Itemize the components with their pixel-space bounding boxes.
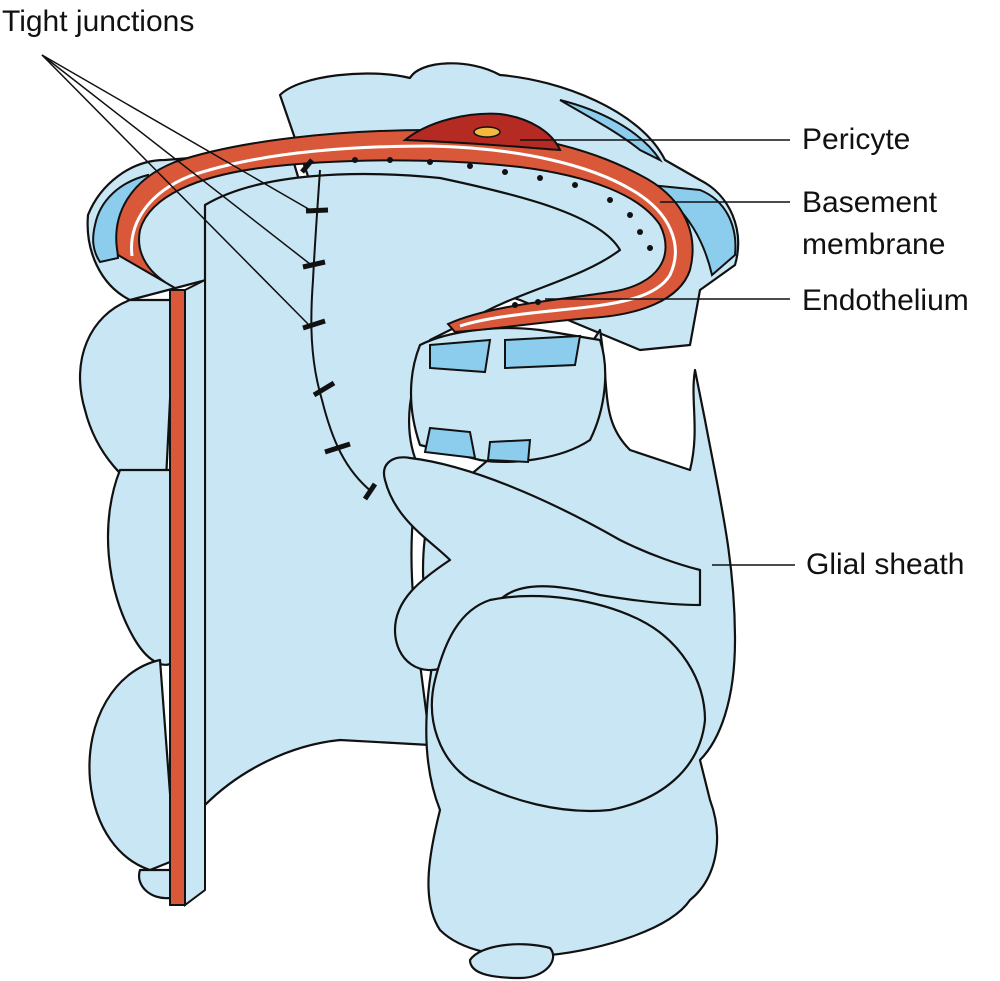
glial-edge-block-4 xyxy=(486,438,532,464)
endothelial-cell-junction-line xyxy=(310,169,373,493)
vessel-wall-cut-blue xyxy=(184,278,206,907)
glial-edge-block-1 xyxy=(429,338,492,374)
label-endothelium: Endothelium xyxy=(802,284,969,317)
vessel-wall-cut-red xyxy=(169,289,186,906)
label-glial-sheath: Glial sheath xyxy=(806,548,965,581)
label-basement-membrane-line1: Basement xyxy=(802,186,938,219)
pericyte-nucleus xyxy=(473,126,501,138)
tight-junction-mark-2 xyxy=(305,207,329,214)
endothelium-inner-line xyxy=(130,144,677,328)
glial-process-left-middle xyxy=(106,468,177,666)
tight-junction-mark-4 xyxy=(302,318,326,331)
tight-junction-mark-1 xyxy=(300,158,314,174)
tight-junction-mark-3 xyxy=(302,259,326,270)
glial-edge-block-2 xyxy=(504,334,582,370)
tight-junction-mark-6 xyxy=(324,441,351,455)
label-pericyte: Pericyte xyxy=(802,123,911,156)
glial-endfoot-bottom xyxy=(468,943,555,980)
leader-tight-junctions-1 xyxy=(41,54,313,212)
tight-junction-mark-5 xyxy=(312,380,336,398)
leader-tight-junctions-2 xyxy=(41,54,311,265)
label-tight-junctions: Tight junctions xyxy=(2,5,195,38)
basement-membrane xyxy=(115,128,694,334)
label-basement-membrane-line2: membrane xyxy=(802,228,946,261)
glial-edge-block-3 xyxy=(423,426,477,460)
glial-edge-right-top xyxy=(559,99,663,163)
glial-cell-body-lower xyxy=(430,595,707,813)
glial-process-left-lower xyxy=(88,658,177,872)
tight-junction-mark-7 xyxy=(362,482,378,501)
leader-tight-junctions-3 xyxy=(41,54,311,327)
